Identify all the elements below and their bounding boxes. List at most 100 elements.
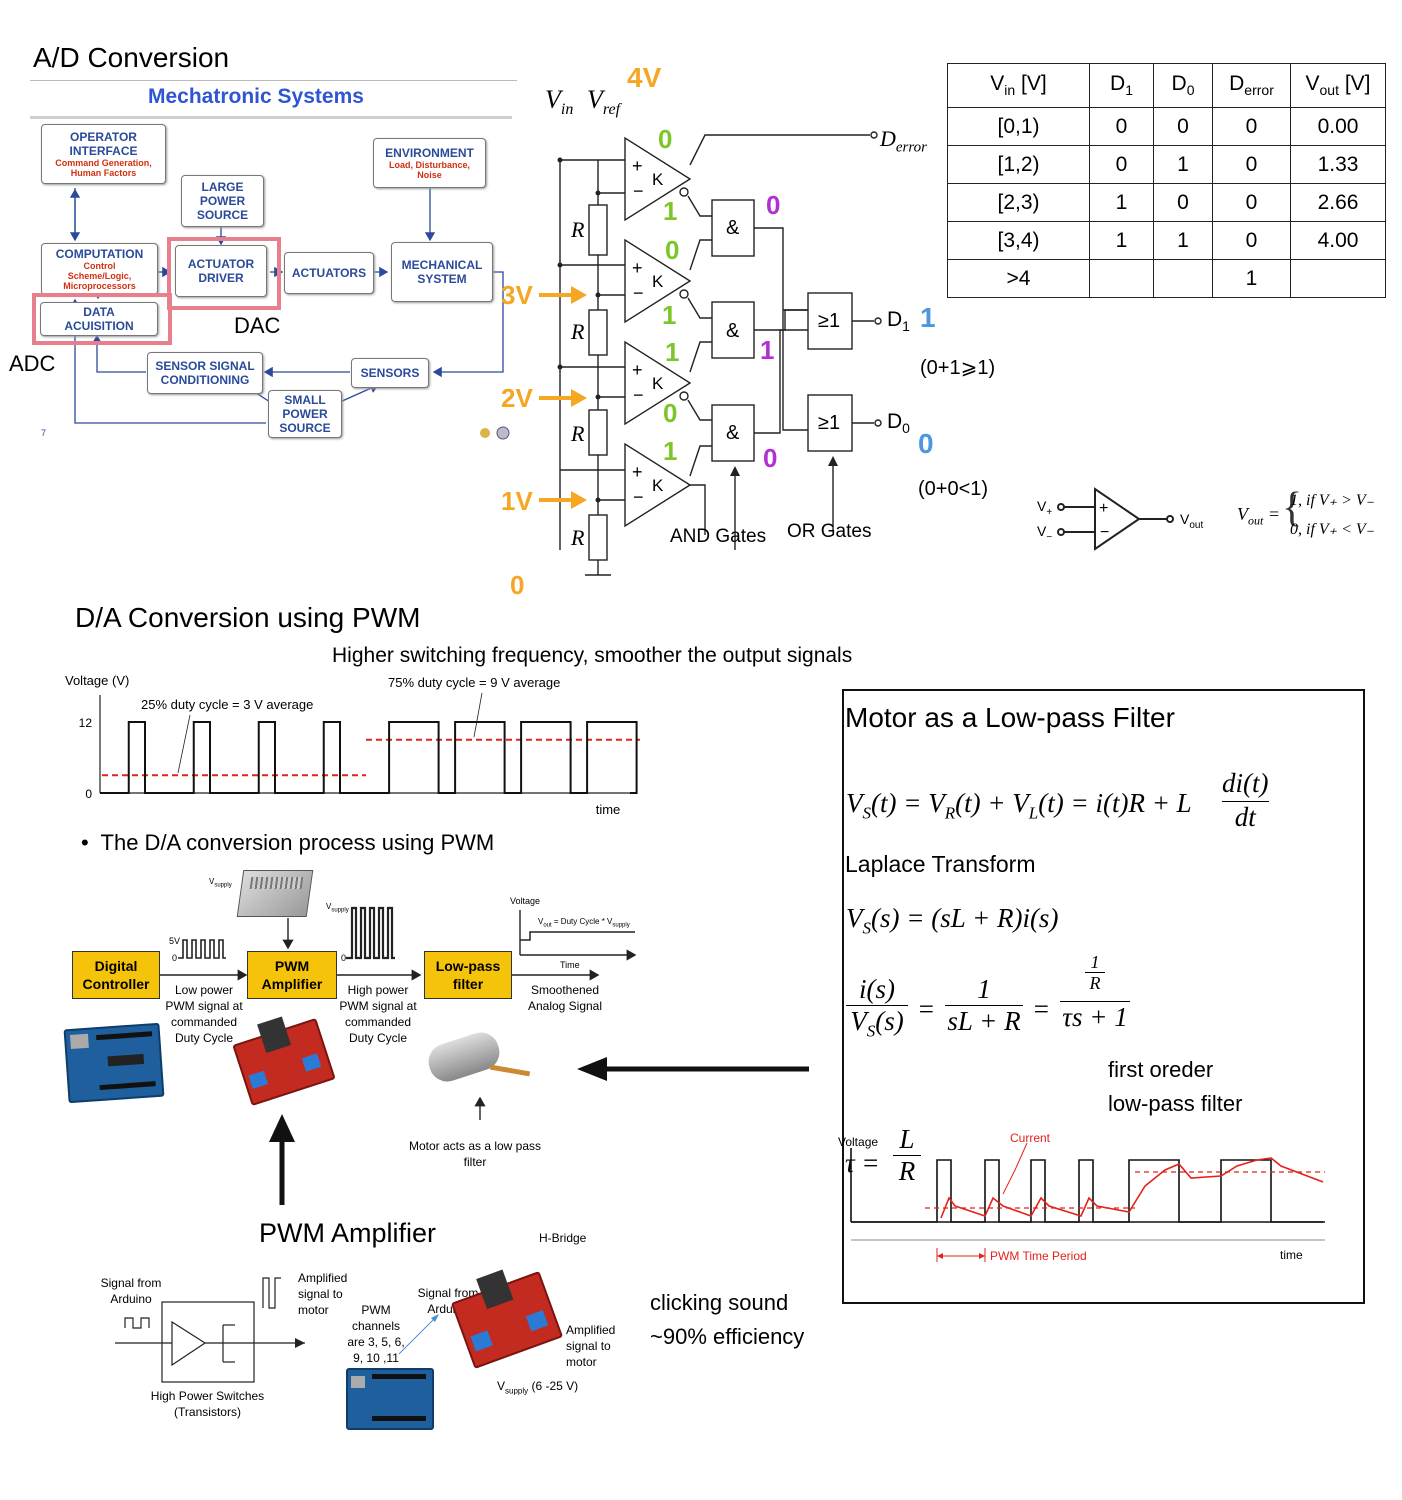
vsupply-label-2: Vsupply bbox=[326, 902, 349, 914]
tick-label: 0 bbox=[85, 787, 92, 801]
computation-box: COMPUTATION Control Scheme/Logic, Microp… bbox=[41, 243, 158, 295]
vsupply-range: Vsupply (6 -25 V) bbox=[497, 1379, 578, 1395]
table-cell: [1,2) bbox=[947, 145, 1090, 184]
table-cell: 1 bbox=[1212, 259, 1291, 298]
vminus-sub: − bbox=[1046, 531, 1053, 543]
table-header-row: Vin [V] D1 D0 Derror Vout [V] bbox=[947, 63, 1386, 108]
equation-kvl: VS(t) = VR(t) + VL(t) = i(t)R + L bbox=[846, 788, 1192, 823]
vout-eq-rest: = Duty Cycle * V bbox=[551, 917, 613, 926]
series-label-25: 25% duty cycle = 3 V average bbox=[141, 697, 313, 712]
lowpass-filter-label: Low-pass filter bbox=[435, 958, 501, 992]
header-unit: [V] bbox=[1015, 72, 1047, 96]
brace: { bbox=[1282, 485, 1303, 531]
vminus-label: V− bbox=[1037, 523, 1052, 543]
derror-sub: error bbox=[895, 139, 928, 156]
table-cell bbox=[1089, 259, 1154, 298]
minus-sign: − bbox=[633, 283, 644, 303]
table-cell: 0 bbox=[1089, 145, 1154, 184]
comp-out-value: 0 bbox=[663, 398, 678, 428]
table-cell: [2,3) bbox=[947, 183, 1090, 222]
vout-eq-sub: out bbox=[543, 922, 552, 929]
voltage-mini-label: Voltage bbox=[510, 896, 541, 906]
actuator-driver-label: ACTUATOR DRIVER bbox=[187, 257, 255, 285]
motor-text: Motor acts as a low pass filter bbox=[408, 1139, 542, 1169]
divider bbox=[30, 116, 512, 119]
table-cell: 1 bbox=[1089, 221, 1154, 260]
header-sub: 1 bbox=[1125, 82, 1133, 99]
clicking-sound: clicking sound bbox=[650, 1290, 789, 1315]
equals-sign-2: = bbox=[1032, 994, 1051, 1024]
svg-text:+: + bbox=[1099, 500, 1108, 517]
table-cell: 0 bbox=[1212, 107, 1291, 146]
vin-text: V bbox=[545, 85, 561, 114]
large-power-box: LARGE POWER SOURCE bbox=[181, 175, 264, 227]
vref-label: Vref bbox=[587, 85, 620, 119]
current-plot bbox=[850, 1142, 1325, 1262]
pwm-amplifier-label: PWM Amplifier bbox=[261, 958, 323, 992]
comp-out-value: 1 bbox=[662, 300, 677, 330]
x-axis-label: time bbox=[596, 802, 621, 817]
digital-controller-box: Digital Controller bbox=[72, 951, 160, 999]
comparator-k: K bbox=[652, 476, 664, 495]
table-cell: 0 bbox=[1212, 183, 1291, 222]
minus-sign: − bbox=[633, 385, 644, 405]
laplace-label: Laplace Transform bbox=[845, 851, 1036, 877]
table-cell: >4 bbox=[947, 259, 1090, 298]
vsupply-sub: supply bbox=[331, 907, 349, 914]
comparator-k: K bbox=[652, 374, 664, 393]
pwm-channels: PWM channels are 3, 5, 6, 9, 10 ,11 bbox=[347, 1303, 405, 1365]
plus-sign: + bbox=[632, 360, 643, 380]
table-cell: [3,4) bbox=[947, 221, 1090, 260]
sensor-cond-label: SENSOR SIGNAL CONDITIONING bbox=[155, 359, 255, 387]
formula-case1: 1, if V₊ > V₋ bbox=[1290, 492, 1375, 509]
formula-v: V bbox=[1237, 504, 1248, 524]
table-cell: 1 bbox=[1153, 221, 1213, 260]
and-gate-symbol: & bbox=[726, 320, 740, 342]
d0-sub: 0 bbox=[902, 420, 910, 437]
sensor-conditioning-box: SENSOR SIGNAL CONDITIONING bbox=[147, 352, 263, 394]
data-acq-label: DATA ACUISITION bbox=[64, 305, 134, 333]
divider bbox=[30, 80, 517, 81]
pwm-signal bbox=[100, 721, 638, 794]
svg-text:−: − bbox=[1100, 524, 1109, 541]
table-cell: 1 bbox=[1089, 183, 1154, 222]
fraction-tau: 1 R τs + 1 bbox=[1060, 952, 1130, 1033]
zero-label-2: 0 bbox=[341, 953, 347, 963]
adc-label: ADC bbox=[9, 351, 56, 376]
efficiency: ~90% efficiency bbox=[650, 1324, 805, 1349]
vplus-sub: + bbox=[1046, 506, 1053, 518]
table-row: >4 1 bbox=[947, 259, 1386, 298]
computation-label: COMPUTATION bbox=[55, 247, 144, 261]
header-d0: D0 bbox=[1153, 63, 1213, 108]
or-gates-label: OR Gates bbox=[787, 521, 872, 542]
or-gate-symbol: ≥1 bbox=[818, 310, 841, 332]
header-text: V bbox=[1305, 72, 1320, 96]
pwm-amplifier-box: PWM Amplifier bbox=[247, 951, 337, 999]
formula-case2: 0, if V₊ < V₋ bbox=[1290, 521, 1375, 538]
table-cell: 0 bbox=[1089, 107, 1154, 146]
flash-adc-circuit bbox=[557, 131, 882, 576]
opamp-symbol: + − bbox=[1057, 487, 1174, 551]
sensors-box: SENSORS bbox=[351, 358, 429, 388]
and-gates-label: AND Gates bbox=[670, 526, 767, 547]
environment-sub: Load, Disturbance, Noise bbox=[388, 160, 470, 180]
and-out-value: 0 bbox=[763, 443, 778, 473]
vref-sub: ref bbox=[602, 101, 621, 119]
computation-sub: Control Scheme/Logic, Microprocessors bbox=[63, 261, 136, 291]
vplus-text: V bbox=[1037, 498, 1047, 514]
resistor-label: R bbox=[571, 217, 585, 242]
mechanical-system-box: MECHANICAL SYSTEM bbox=[391, 242, 493, 302]
minus-sign: − bbox=[633, 487, 644, 507]
amplified-signal-2: Amplified signal to motor bbox=[566, 1323, 616, 1369]
plus-sign: + bbox=[632, 462, 643, 482]
header-vout: Vout [V] bbox=[1290, 63, 1386, 108]
series-label-75: 75% duty cycle = 9 V average bbox=[388, 675, 560, 690]
amplifier-schematic bbox=[115, 1277, 305, 1383]
first-order-note: first oreder bbox=[1108, 1057, 1214, 1082]
table-cell: 1 bbox=[1153, 145, 1213, 184]
high-power-text: High power PWM signal at commanded Duty … bbox=[339, 983, 417, 1045]
header-unit: [V] bbox=[1338, 72, 1371, 96]
